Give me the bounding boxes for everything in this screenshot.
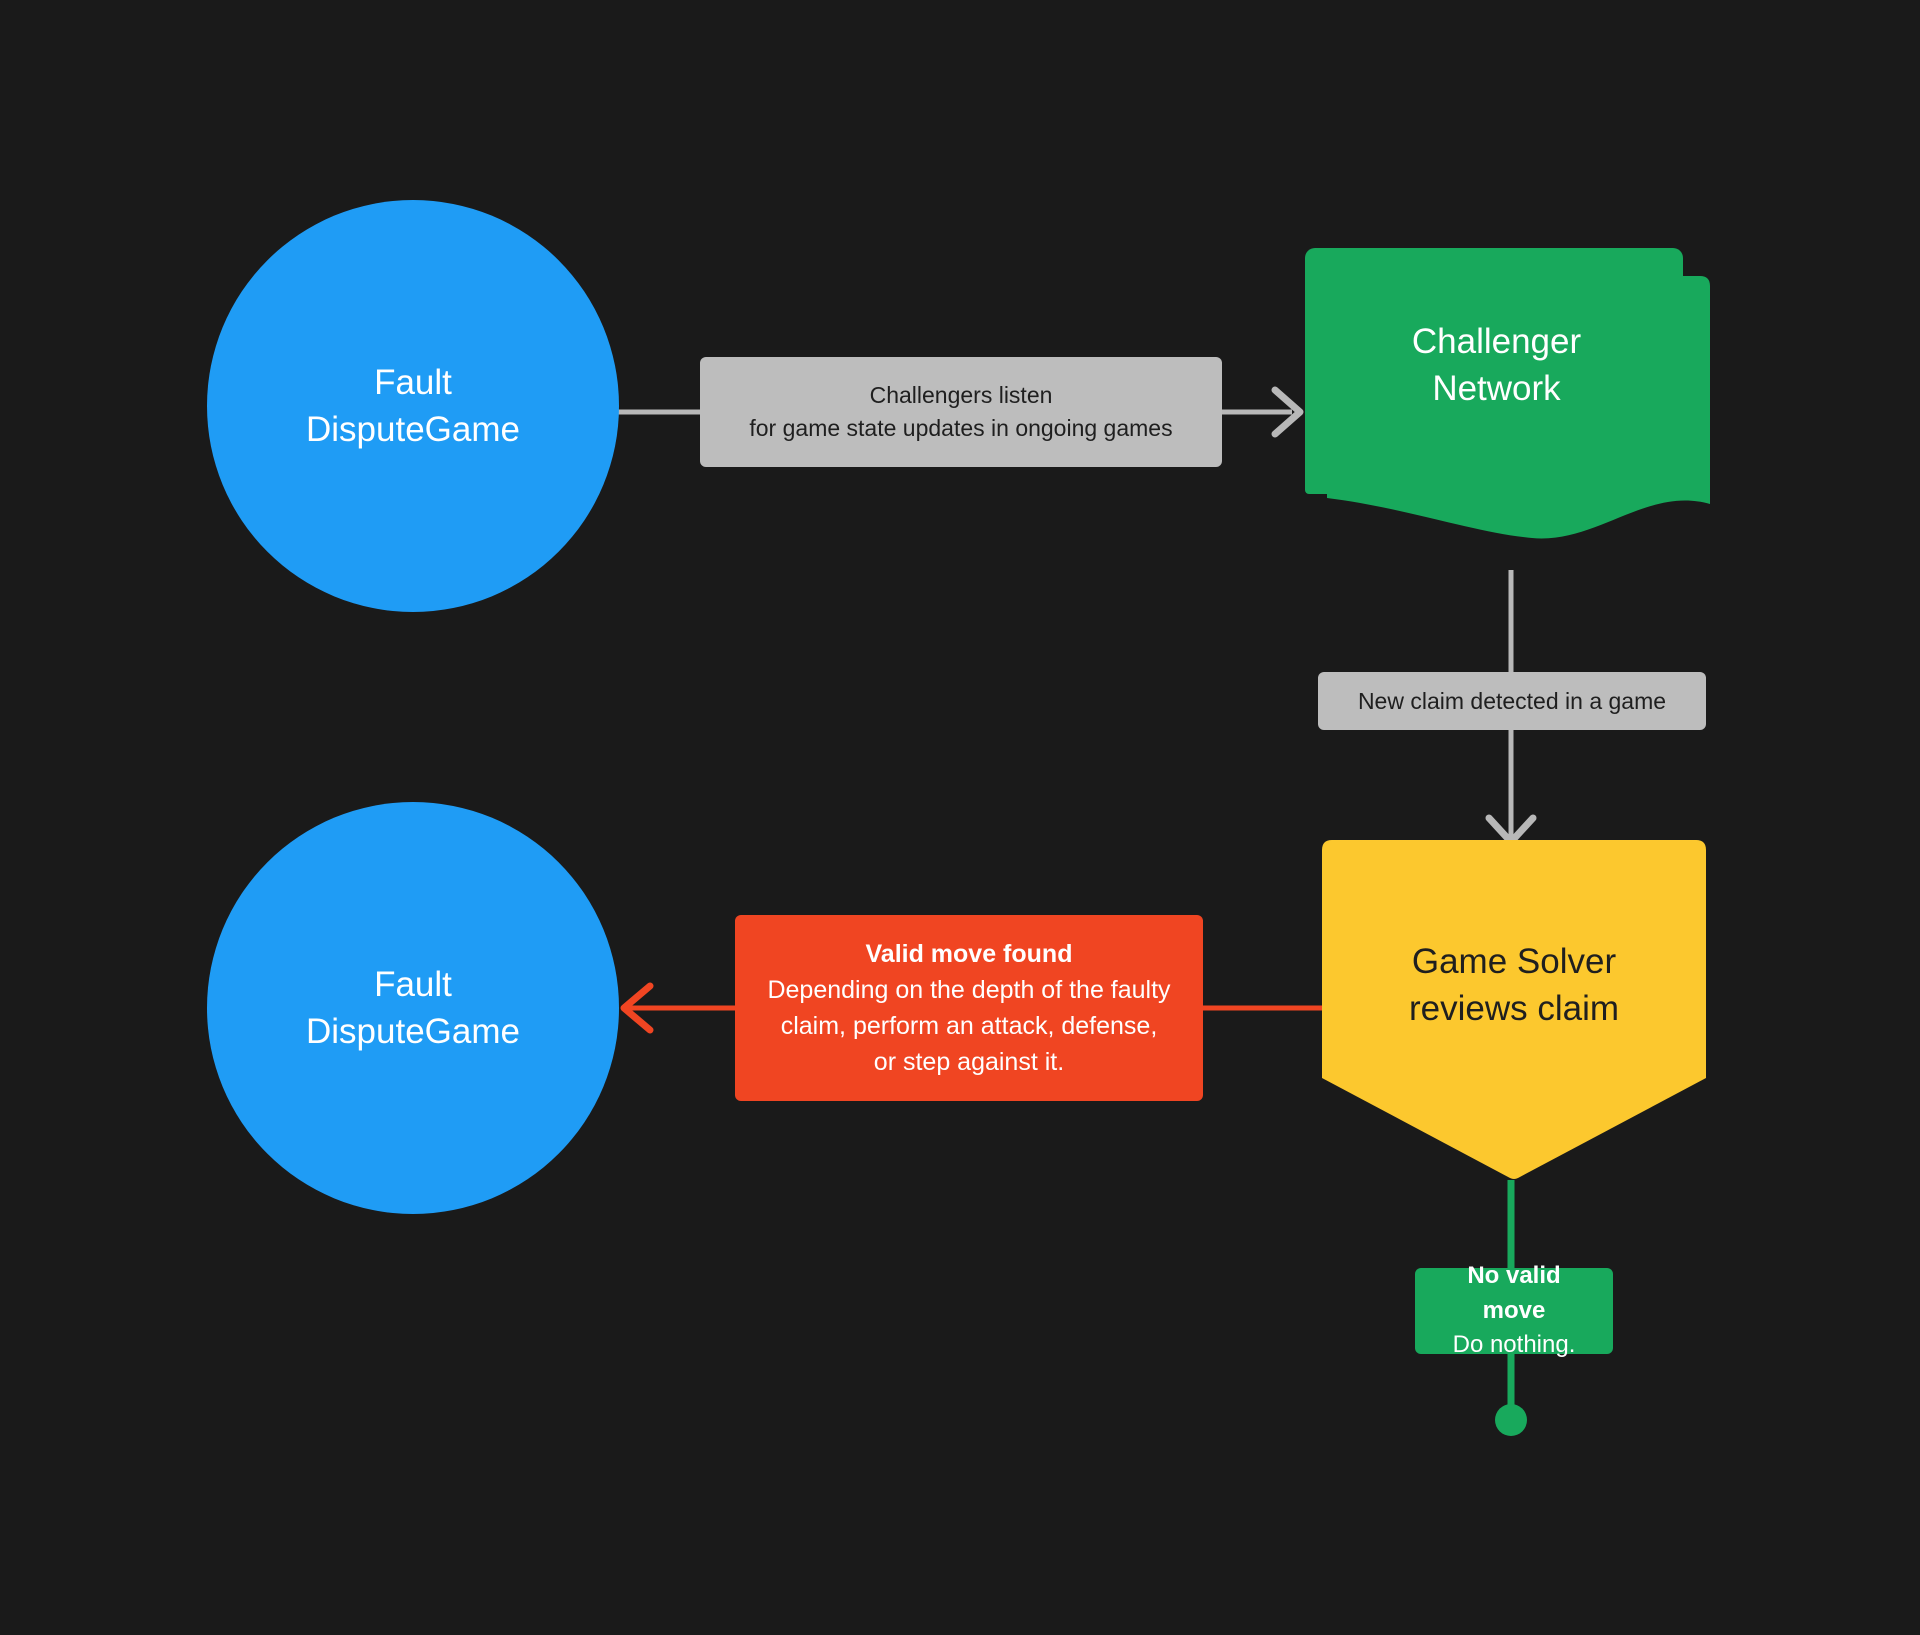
node-fault-dispute-game-top[interactable]: Fault DisputeGame: [207, 200, 619, 612]
edge-label-challengers-listen: Challengers listen for game state update…: [700, 357, 1222, 467]
arrowhead-left-orange: [620, 982, 654, 1034]
edge-label-title: Valid move found: [865, 939, 1073, 968]
edge-label-text: Depending on the depth of the faulty cla…: [767, 975, 1171, 1077]
edge-label-title: No valid move: [1467, 1261, 1561, 1324]
terminator-dot: [1495, 1404, 1527, 1436]
shield-shape: [1322, 840, 1706, 1179]
arrowhead-right-gray: [1271, 386, 1304, 438]
edge-label-new-claim-detected: New claim detected in a game: [1318, 672, 1706, 730]
arrowhead-down-gray: [1485, 814, 1537, 846]
document-front-layer: [1327, 276, 1710, 539]
node-challenger-network[interactable]: Challenger Network: [1305, 248, 1710, 539]
node-label: Game Solver reviews claim: [1408, 941, 1620, 1028]
node-label: Fault DisputeGame: [306, 964, 520, 1051]
edge-label-text: Challengers listen for game state update…: [749, 382, 1173, 441]
edge-label-text: New claim detected in a game: [1357, 687, 1667, 714]
node-label: Challenger Network: [1411, 321, 1582, 408]
node-game-solver[interactable]: Game Solver reviews claim: [1322, 840, 1706, 1180]
node-fault-dispute-game-bottom[interactable]: Fault DisputeGame: [207, 802, 619, 1214]
edge-label-text: Do nothing.: [1452, 1331, 1576, 1359]
edge-label-valid-move-found: Valid move found Depending on the depth …: [735, 915, 1203, 1101]
edge-label-no-valid-move: No valid move Do nothing.: [1415, 1262, 1613, 1358]
node-label: Fault DisputeGame: [306, 362, 520, 449]
